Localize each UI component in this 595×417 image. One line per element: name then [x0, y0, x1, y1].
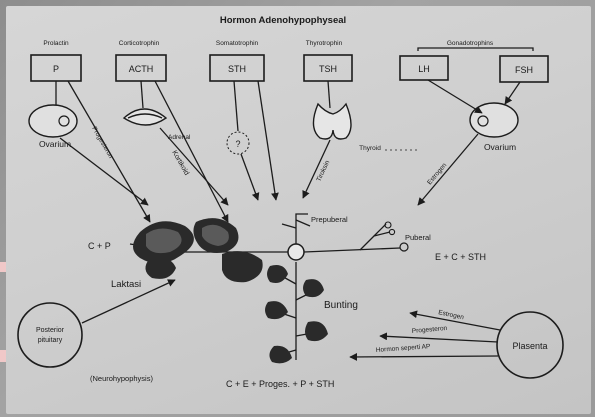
arrow-kortikoid — [160, 128, 228, 205]
ovarium-left-label: Ovarium — [39, 139, 71, 149]
puberal-formula: E + C + STH — [435, 252, 486, 262]
neurohypophysis-caption: (Neurohypophysis) — [90, 374, 153, 383]
line-sth-to-unknown — [234, 81, 238, 131]
line-acth-to-adrenal — [141, 81, 143, 108]
line-lh-to-ovarium — [428, 80, 482, 113]
group-label-somatotrophin: Somatotrophin — [216, 40, 259, 47]
unknown-target-mark: ? — [235, 139, 240, 149]
hormone-box-sth-label: STH — [228, 64, 246, 74]
group-label-corticotrophin: Corticotrophin — [119, 40, 160, 47]
hormone-box-tsh-label: TSH — [319, 64, 337, 74]
posterior-label-line1: Posterior — [36, 327, 65, 334]
arrow-acth-to-gland — [155, 81, 228, 222]
gonadotrophins-bracket — [418, 48, 533, 51]
plasenta-progesteron-label: Progesteron — [412, 325, 448, 335]
plasenta-hormon-label: Hormon seperti AP — [376, 343, 431, 354]
puberal-label: Puberal — [405, 233, 431, 242]
posterior-label-line2: pituitary — [38, 337, 63, 344]
prepuberal-label: Prepuberal — [311, 215, 348, 224]
arrow-estrogen — [418, 134, 478, 205]
lactation-formula: C + P — [88, 241, 111, 251]
hormone-box-lh-label: LH — [418, 64, 430, 74]
posterior-pituitary-circle — [18, 303, 82, 367]
kortikoid-label: Kortikoid — [170, 150, 190, 177]
line-tsh-to-thyroid — [328, 81, 330, 108]
progesteron-label-top: Progesteron — [90, 126, 114, 160]
group-label-prolactin: Prolactin — [43, 40, 69, 47]
pregnancy-gland-cluster — [265, 262, 328, 363]
hormone-box-fsh-label: FSH — [515, 65, 533, 75]
thyroid-organ — [313, 104, 351, 139]
plasenta-label: Plasenta — [512, 341, 547, 351]
thyroid-label: Thyroid — [359, 145, 381, 152]
adrenal-organ — [124, 109, 166, 125]
arrow-plasenta-hormon — [350, 356, 498, 357]
arrow-sth-to-gland — [258, 81, 276, 200]
ovarium-right-label: Ovarium — [484, 142, 516, 152]
line-fsh-to-ovarium — [505, 82, 520, 104]
adrenal-label: Adrenal — [168, 134, 191, 141]
ovarium-left-organ — [29, 105, 77, 137]
ovarium-right-organ — [470, 103, 518, 137]
diagram-title: Hormon Adenohypophyseal — [220, 15, 346, 26]
arrow-sth-effect — [241, 154, 258, 200]
bunting-label: Bunting — [324, 300, 358, 311]
laktasi-label: Laktasi — [111, 279, 141, 290]
arrow-plasenta-progesteron — [380, 336, 498, 342]
group-label-gonadotrophins: Gonadotrophins — [447, 40, 494, 47]
pregnancy-formula: C + E + Proges. + P + STH — [226, 379, 334, 389]
hormone-box-acth-label: ACTH — [129, 64, 154, 74]
hormone-box-p-label: P — [53, 64, 59, 74]
tiroksin-label: Tiroksin — [315, 159, 331, 183]
group-label-thyrotrophin: Thyrotrophin — [306, 40, 343, 47]
